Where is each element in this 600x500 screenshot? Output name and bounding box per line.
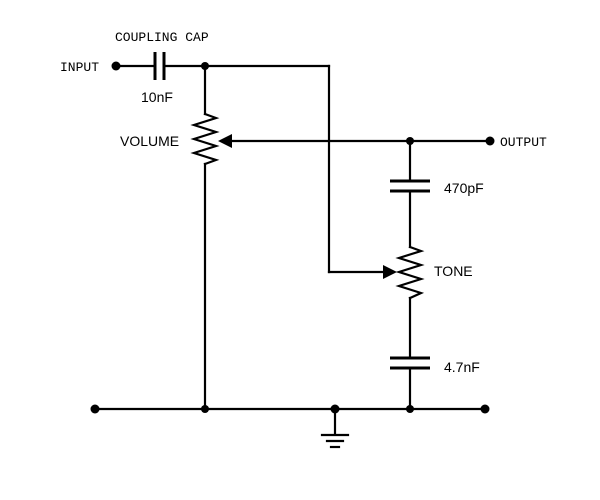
volume-wiper-arrow bbox=[218, 134, 232, 148]
output-terminal[interactable] bbox=[485, 136, 495, 146]
tone-capacitor-470pf bbox=[390, 179, 430, 193]
output-label: OUTPUT bbox=[500, 135, 547, 150]
tone-cap-top-value: 470pF bbox=[444, 180, 484, 196]
tone-capacitor-4-7nf bbox=[390, 356, 430, 370]
coupling-cap-value: 10nF bbox=[141, 89, 173, 105]
tone-resistor bbox=[395, 245, 425, 300]
ground-node-volume bbox=[201, 405, 209, 413]
coupling-cap-label: COUPLING CAP bbox=[115, 30, 209, 45]
volume-label: VOLUME bbox=[120, 133, 179, 149]
volume-resistor bbox=[190, 112, 220, 166]
ground-terminal-left[interactable] bbox=[90, 404, 100, 414]
ground-symbol bbox=[320, 407, 350, 449]
tone-label: TONE bbox=[434, 263, 473, 279]
tone-cap-bottom-value: 4.7nF bbox=[444, 359, 480, 375]
ground-terminal-right[interactable] bbox=[480, 404, 490, 414]
input-terminal[interactable] bbox=[111, 61, 121, 71]
input-label: INPUT bbox=[60, 60, 99, 75]
coupling-capacitor bbox=[153, 52, 166, 80]
ground-node-tone bbox=[406, 405, 414, 413]
tone-wiper-arrow bbox=[383, 265, 397, 279]
